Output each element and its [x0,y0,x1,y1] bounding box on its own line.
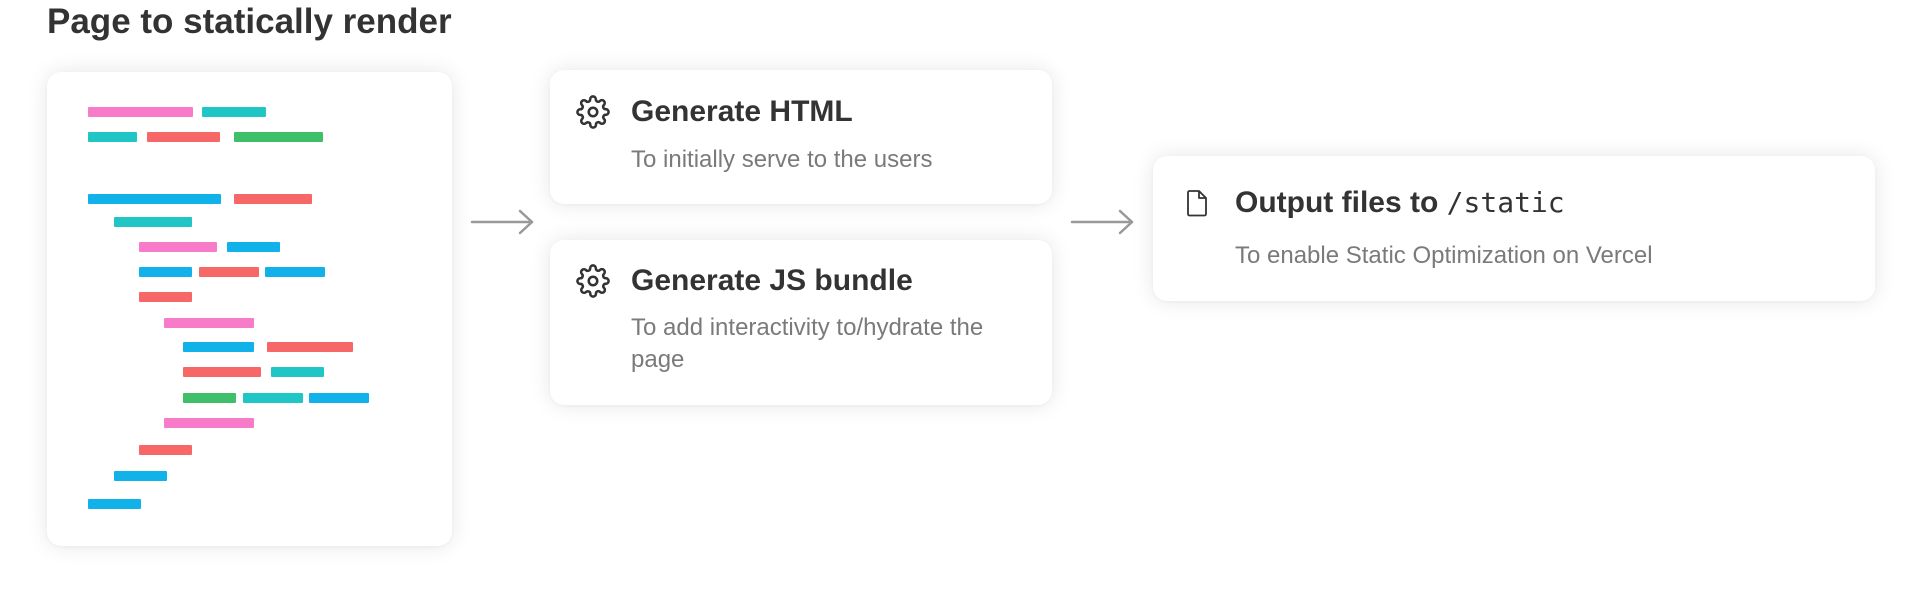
output-card: Output files to /static To enable Static… [1153,156,1875,301]
output-path-code: /static [1446,186,1565,219]
code-bar [309,393,369,403]
step-description: To initially serve to the users [631,146,933,173]
code-bar [139,292,192,302]
code-bar [88,499,141,509]
code-bar [139,267,192,277]
diagram-title: Page to statically render [47,2,452,41]
code-bar [139,242,217,252]
code-bar [114,471,167,481]
step-description: To add interactivity to/hydrate the page [631,314,984,373]
code-bar [267,342,353,352]
code-bar [183,367,261,377]
gear-icon [576,95,610,129]
code-bar [183,342,254,352]
code-bar [202,107,266,117]
code-bar [147,132,220,142]
arrow-right-icon [1070,209,1134,235]
code-bar [88,107,193,117]
code-bar [271,367,324,377]
code-bar [183,393,236,403]
code-bar [164,318,254,328]
step-title: Generate HTML [631,95,853,128]
code-bar [139,445,192,455]
output-description: To enable Static Optimization on Vercel [1235,242,1653,269]
step-title: Generate JS bundle [631,264,913,297]
output-title-text: Output files to [1235,186,1447,219]
output-title: Output files to /static [1235,184,1565,222]
code-bar [234,132,323,142]
code-bar [88,132,137,142]
file-icon [1187,190,1207,217]
code-bar [114,217,192,227]
step-card-generate-js-bundle: Generate JS bundle To add interactivity … [550,240,1052,405]
code-bar [88,194,221,204]
code-bar [227,242,280,252]
code-bar [243,393,303,403]
code-bar [265,267,325,277]
gear-icon [576,264,610,298]
code-bar [234,194,312,204]
code-bar [199,267,259,277]
step-card-generate-html: Generate HTML To initially serve to the … [550,70,1052,204]
arrow-right-icon [470,209,534,235]
code-card [47,72,452,546]
code-bar [164,418,254,428]
